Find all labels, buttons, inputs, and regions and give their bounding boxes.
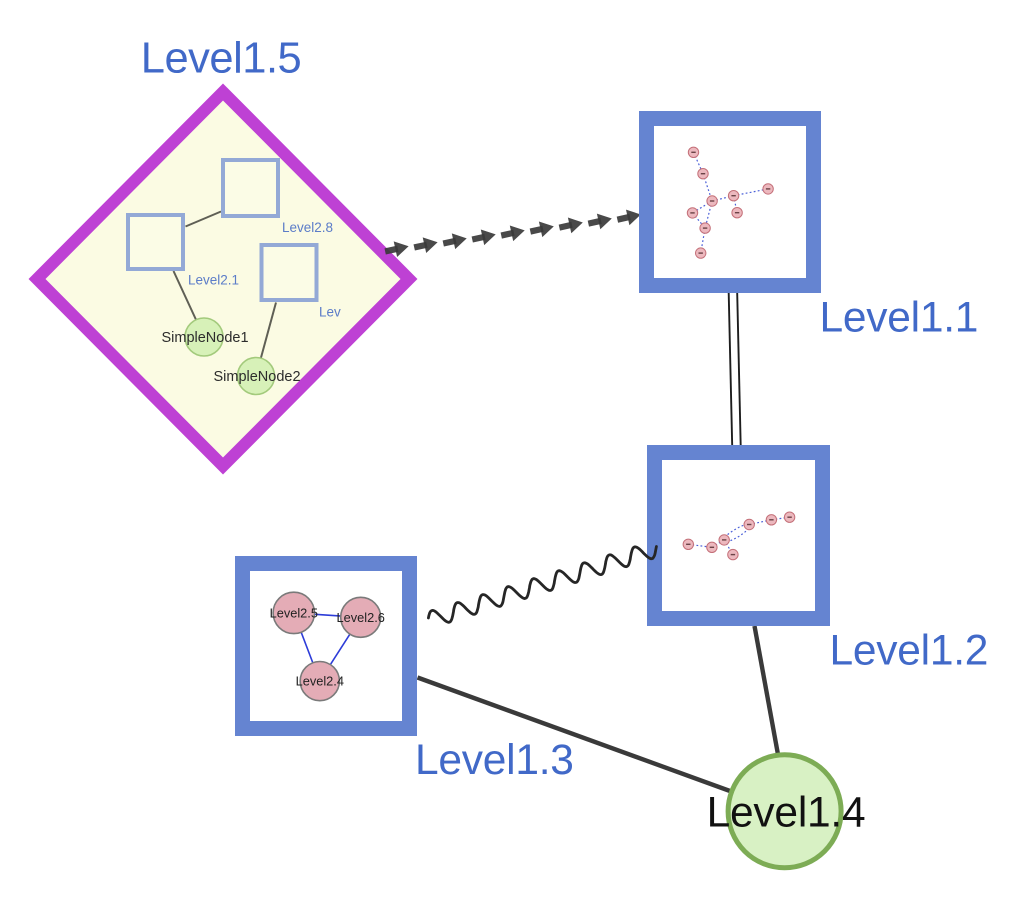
svg-text:SimpleNode1: SimpleNode1: [161, 330, 248, 346]
svg-text:Level2.1: Level2.1: [188, 273, 239, 288]
svg-text:Lev: Lev: [319, 305, 341, 320]
svg-text:Level2.5: Level2.5: [270, 606, 318, 621]
svg-text:Level2.8: Level2.8: [282, 220, 333, 235]
svg-text:Level1.2: Level1.2: [830, 627, 989, 674]
svg-text:Level2.4: Level2.4: [296, 674, 344, 689]
svg-text:SimpleNode2: SimpleNode2: [213, 369, 300, 385]
svg-text:Level1.5: Level1.5: [141, 35, 301, 83]
svg-text:Level2.6: Level2.6: [337, 610, 385, 625]
svg-text:Level1.3: Level1.3: [415, 737, 574, 784]
svg-text:Level1.4: Level1.4: [707, 789, 866, 836]
svg-text:Level1.1: Level1.1: [820, 295, 979, 342]
